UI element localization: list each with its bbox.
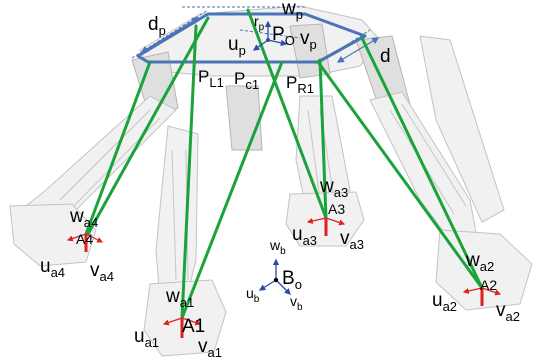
- label-up: up: [228, 34, 246, 58]
- label-a1: A1: [182, 316, 205, 337]
- label-d: d: [380, 46, 391, 67]
- leg-a1-left: [180, 24, 198, 320]
- label-wa1: wa1: [165, 286, 194, 310]
- label-pl1: PL1: [198, 67, 224, 90]
- label-ua1: ua1: [134, 326, 159, 350]
- label-dp: dp: [148, 14, 166, 38]
- label-ua4: ua4: [40, 256, 65, 280]
- platform-frame: [252, 20, 288, 51]
- label-ub: ub: [246, 285, 260, 305]
- labels: dp d rp wp up PO vp PL1 Pc1 PR1 wa4 A4 u…: [40, 0, 520, 360]
- platform-motor-center: [225, 85, 263, 151]
- label-rp: rp: [254, 13, 265, 33]
- arm-1-shape: [155, 125, 199, 301]
- radius-rp-line: [239, 29, 301, 39]
- label-wb: wb: [269, 237, 286, 257]
- moving-platform-hexagon: [136, 12, 367, 64]
- dimension-dp: [131, 9, 209, 59]
- leg-a4-right: [86, 16, 210, 236]
- base-frame: [258, 258, 291, 295]
- label-a4: A4: [76, 231, 93, 247]
- label-va1: va1: [198, 336, 222, 360]
- joint-frame-a1: [162, 317, 202, 338]
- leg-a2-left: [360, 36, 484, 290]
- label-va3: va3: [340, 228, 364, 252]
- leg-a3-right: [318, 58, 328, 220]
- legs: [84, 8, 484, 320]
- label-ua3: ua3: [292, 224, 317, 248]
- label-bo: Bo: [282, 268, 302, 292]
- label-wa3: wa3: [319, 176, 348, 200]
- leg-a1-right: [180, 60, 284, 320]
- joint-frame-a3: [306, 217, 346, 236]
- label-va4: va4: [90, 260, 114, 284]
- base-4-shape: [9, 203, 97, 267]
- dimension-d: [325, 29, 380, 63]
- label-wp: wp: [281, 0, 303, 22]
- platform-motor-left: [131, 51, 179, 119]
- label-a3: A3: [328, 201, 345, 217]
- label-wa4: wa4: [69, 206, 98, 230]
- label-pc1: Pc1: [234, 69, 259, 92]
- base-1-shape: [143, 279, 227, 357]
- label-vp: vp: [300, 28, 317, 52]
- label-vb: vb: [290, 293, 303, 313]
- base-2-shape: [435, 229, 533, 311]
- label-po: PO: [272, 24, 295, 48]
- label-va2: va2: [496, 300, 520, 324]
- leg-a4-left: [84, 60, 152, 236]
- joint-frame-a4: [66, 233, 104, 252]
- label-pr1: PR1: [286, 73, 314, 96]
- label-wa2: wa2: [465, 250, 494, 274]
- leg-a2-right: [316, 60, 484, 290]
- joint-frame-a2: [462, 287, 502, 306]
- arm-extra-right: [419, 35, 505, 223]
- label-ua2: ua2: [432, 290, 457, 314]
- label-a2: A2: [480, 277, 497, 293]
